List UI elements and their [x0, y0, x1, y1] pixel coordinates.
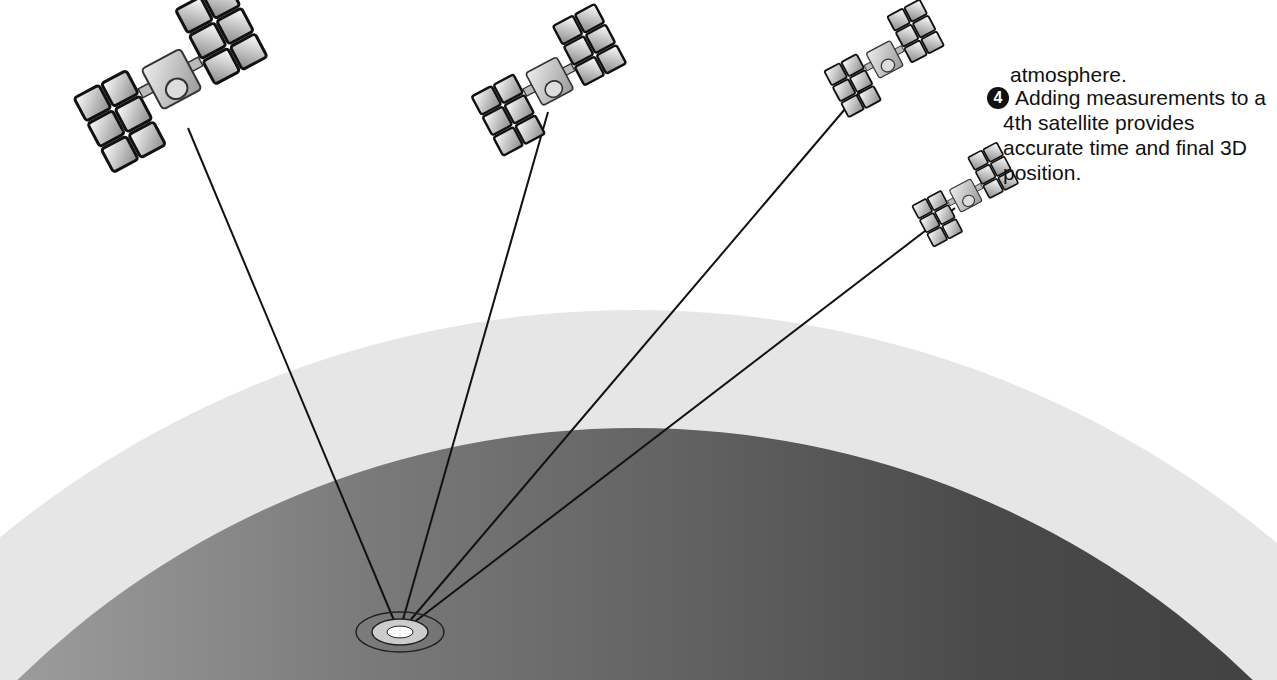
note-text: Adding measurements to a 4th satellite p…: [1003, 85, 1271, 185]
receiver-point: [356, 612, 444, 652]
satellite: [460, 4, 637, 156]
signal-lines: [188, 82, 955, 630]
earth: [0, 428, 1277, 680]
note-text: atmosphere.: [1010, 62, 1270, 87]
atmosphere-band: [0, 310, 1277, 680]
satellite: [816, 0, 953, 117]
satellite: [60, 0, 281, 172]
callout-number: 4: [987, 87, 1009, 109]
